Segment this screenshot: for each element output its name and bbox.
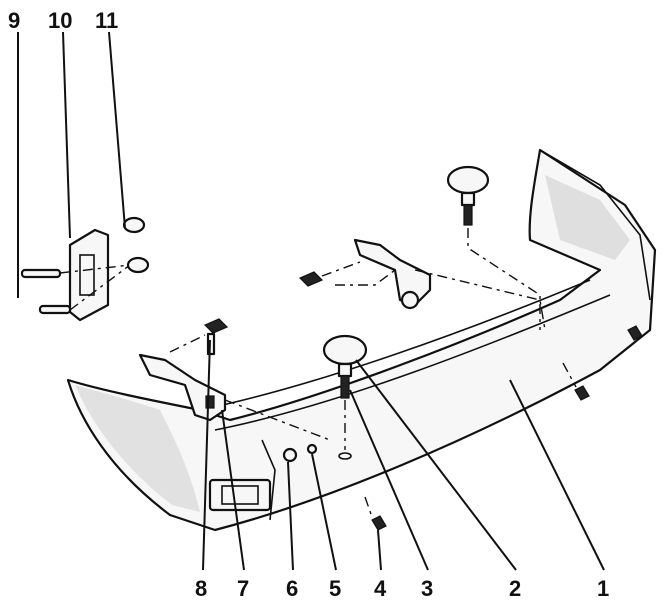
buffer-upper bbox=[446, 165, 541, 330]
callout-5: 5 bbox=[329, 576, 341, 601]
buffer-lower bbox=[322, 334, 368, 460]
callout-7: 7 bbox=[237, 576, 249, 601]
callout-4: 4 bbox=[374, 576, 387, 601]
callout-6: 6 bbox=[286, 576, 298, 601]
screw-4 bbox=[364, 496, 387, 531]
callout-11: 11 bbox=[95, 8, 118, 33]
callout-10: 10 bbox=[48, 8, 72, 33]
bolt-8 bbox=[203, 318, 229, 356]
screw-right-side bbox=[627, 325, 643, 341]
callout-8: 8 bbox=[195, 576, 207, 601]
callout-2: 2 bbox=[509, 576, 521, 601]
leader-lines bbox=[17, 31, 605, 571]
bumper-cover bbox=[66, 148, 657, 532]
callout-9: 9 bbox=[8, 8, 20, 33]
clip-6 bbox=[282, 447, 298, 463]
screw-right-lower bbox=[562, 362, 590, 401]
mount-plate bbox=[20, 216, 150, 322]
callout-1: 1 bbox=[597, 576, 609, 601]
bracket-right bbox=[298, 238, 546, 331]
bracket-left bbox=[138, 334, 331, 441]
callout-3: 3 bbox=[421, 576, 433, 601]
nut-5 bbox=[306, 443, 318, 455]
callouts: 9 10 11 8 7 6 5 4 3 2 1 bbox=[8, 8, 609, 601]
